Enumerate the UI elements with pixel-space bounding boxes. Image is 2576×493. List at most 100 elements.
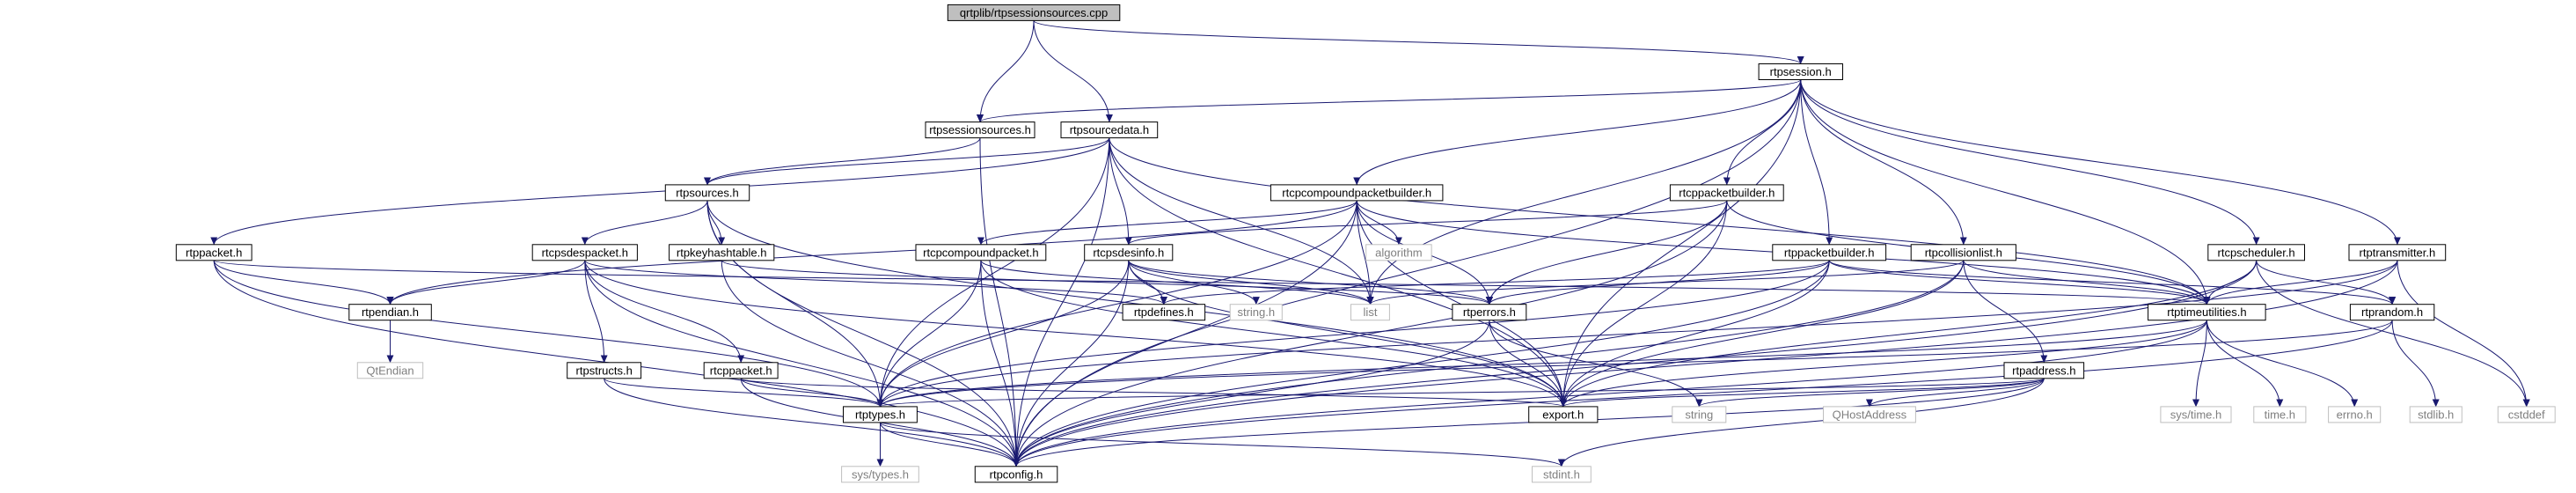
node-label: algorithm — [1375, 246, 1422, 259]
edge-rtcpcompoundpacketbuilder_h-to-list — [1356, 200, 1374, 305]
edge-rtptransmitter_h-to-cstddef — [2397, 260, 2530, 408]
edge-rtptypes_h-to-rtpconfig_h — [880, 422, 1020, 467]
node-label: rtpkeyhashtable.h — [677, 246, 767, 259]
node-label: string.h — [1237, 305, 1275, 319]
node-box — [1270, 184, 1444, 202]
edge-rtperrors_h-to-export_h — [1489, 320, 1567, 408]
node-label: rtpsourcedata.h — [1070, 123, 1149, 136]
file-node-rtcpsdesinfo-h[interactable]: rtcpsdesinfo.h — [1084, 244, 1174, 261]
file-node-rtprandom-h[interactable]: rtprandom.h — [2349, 304, 2435, 321]
node-box — [356, 362, 424, 379]
node-box — [1229, 304, 1283, 321]
node-box — [2253, 406, 2307, 423]
file-node-rtpstructs-h[interactable]: rtpstructs.h — [567, 362, 642, 379]
node-box — [1060, 121, 1159, 139]
node-label: time.h — [2265, 408, 2295, 421]
file-node-rtpsourcedata-h[interactable]: rtpsourcedata.h — [1060, 121, 1159, 139]
edge-rtpsourcedata_h-to-rtcpsdesinfo_h — [1109, 137, 1132, 246]
file-node-rtcppacket-h[interactable]: rtcppacket.h — [703, 362, 779, 379]
edge-rtptimeutilities_h-to-time_h — [2206, 320, 2284, 408]
edge-rtcpcompoundpacketbuilder_h-to-algorithm — [1356, 200, 1402, 246]
external-node-sys-types-h: sys/types.h — [841, 466, 919, 483]
node-box — [1084, 244, 1174, 261]
edge-rtcpsdespacket_h-to-rtcppacket_h — [584, 260, 745, 364]
file-node-rtpcollisionlist-h[interactable]: rtpcollisionlist.h — [1910, 244, 2016, 261]
node-label: rtptypes.h — [855, 408, 905, 421]
edge-rtpaddress_h-to-QHostAddress — [1865, 378, 2045, 408]
edge-rtpcollisionlist_h-to-rtpconfig_h — [1013, 260, 1965, 467]
file-node-rtppacket-h[interactable]: rtppacket.h — [175, 244, 252, 261]
node-box — [1365, 244, 1432, 261]
node-label: rtpendian.h — [362, 305, 419, 319]
external-node-list: list — [1350, 304, 1390, 321]
node-box — [2348, 244, 2447, 261]
file-node-rtpconfig-h[interactable]: rtpconfig.h — [974, 466, 1058, 483]
node-box — [1122, 304, 1206, 321]
edge-root-to-rtpsessionsources_h — [976, 20, 1035, 123]
external-node-QtEndian: QtEndian — [356, 362, 424, 379]
file-node-rtpsession-h[interactable]: rtpsession.h — [1758, 63, 1843, 80]
edge-rtpsourcedata_h-to-rtptypes_h — [876, 137, 1110, 408]
dependency-edges — [210, 19, 2530, 467]
edge-rtpsourcedata_h-to-rtptimeutilities_h — [1109, 137, 2211, 305]
edge-rtcppacket_h-to-rtptypes_h — [740, 378, 884, 408]
edge-rtcpscheduler_h-to-cstddef — [2256, 260, 2530, 408]
edge-rtpsessionsources_h-to-rtpsources_h — [704, 137, 981, 186]
node-label: rtcpscheduler.h — [2218, 246, 2295, 259]
node-label: rtprandom.h — [2361, 305, 2423, 319]
edge-rtcppacket_h-to-export_h — [740, 378, 1567, 408]
edge-rtpsession_h-to-rtcppacketbuilder_h — [1723, 79, 1802, 186]
edge-rtppacketbuilder_h-to-rtprandom_h — [1828, 260, 2396, 305]
file-node-rtptransmitter-h[interactable]: rtptransmitter.h — [2348, 244, 2447, 261]
edge-rtcpcompoundpacketbuilder_h-to-rtpconfig_h — [1012, 200, 1358, 467]
file-node-rtpkeyhashtable-h[interactable]: rtpkeyhashtable.h — [669, 244, 775, 261]
node-label: errno.h — [2337, 408, 2373, 421]
node-box — [915, 244, 1047, 261]
node-box — [2207, 244, 2306, 261]
file-node-rtppacketbuilder-h[interactable]: rtppacketbuilder.h — [1772, 244, 1887, 261]
node-label: qrtplib/rtpsessionsources.cpp — [960, 6, 1108, 19]
edge-rtcpsdesinfo_h-to-rtperrors_h — [1128, 260, 1493, 305]
edge-rtcppacketbuilder_h-to-rtcpsdesinfo_h — [1124, 200, 1728, 246]
file-node-rtperrors-h[interactable]: rtperrors.h — [1452, 304, 1527, 321]
node-box — [567, 362, 642, 379]
external-node-stdlib-h: stdlib.h — [2409, 406, 2463, 423]
file-node-rtptypes-h[interactable]: rtptypes.h — [843, 406, 918, 423]
edge-rtpsession_h-to-rtppacketbuilder_h — [1800, 79, 1833, 246]
file-node-rtptimeutilities-h[interactable]: rtptimeutilities.h — [2148, 304, 2266, 321]
file-node-rtcpsdespacket-h[interactable]: rtcpsdespacket.h — [531, 244, 638, 261]
edge-rtpaddress_h-to-stdint_h — [1557, 378, 2045, 467]
file-node-root[interactable]: qrtplib/rtpsessionsources.cpp — [947, 4, 1121, 21]
file-node-rtpendian-h[interactable]: rtpendian.h — [348, 304, 432, 321]
file-node-rtcppacketbuilder-h[interactable]: rtcppacketbuilder.h — [1669, 184, 1784, 202]
file-node-rtcpcompoundpacket-h[interactable]: rtcpcompoundpacket.h — [915, 244, 1047, 261]
edge-rtpsession_h-to-rtpcollisionlist_h — [1800, 79, 1967, 246]
node-box — [1669, 184, 1784, 202]
node-label: rtcpcompoundpacketbuilder.h — [1282, 186, 1431, 199]
file-node-rtcpscheduler-h[interactable]: rtcpscheduler.h — [2207, 244, 2306, 261]
node-label: rtpsessionsources.h — [929, 123, 1031, 136]
file-node-rtpaddress-h[interactable]: rtpaddress.h — [2003, 362, 2085, 379]
node-label: rtpsources.h — [676, 186, 739, 199]
edge-rtcpcompoundpacketbuilder_h-to-rtptypes_h — [876, 200, 1358, 408]
file-node-rtpsessionsources-h[interactable]: rtpsessionsources.h — [925, 121, 1036, 139]
edge-rtpsession_h-to-rtptimeutilities_h — [1800, 79, 2211, 305]
edge-rtpcollisionlist_h-to-rtpaddress_h — [1963, 260, 2048, 364]
file-node-rtpsources-h[interactable]: rtpsources.h — [664, 184, 750, 202]
node-box — [1350, 304, 1390, 321]
edge-rtptimeutilities_h-to-errno_h — [2206, 320, 2359, 408]
node-box — [1910, 244, 2016, 261]
edge-rtperrors_h-to-rtpconfig_h — [1013, 320, 1490, 467]
node-box — [843, 406, 918, 423]
edge-rtcpsdespacket_h-to-rtpconfig_h — [584, 260, 1021, 467]
file-node-export-h[interactable]: export.h — [1528, 406, 1599, 423]
node-label: rtperrors.h — [1463, 305, 1516, 319]
edge-rtpsourcedata_h-to-export_h — [1109, 137, 1567, 408]
node-label: QHostAddress — [1833, 408, 1907, 421]
edge-rtprandom_h-to-rtptypes_h — [876, 320, 2393, 408]
edge-rtcpsdesinfo_h-to-string_h — [1128, 260, 1260, 305]
file-node-rtpdefines-h[interactable]: rtpdefines.h — [1122, 304, 1206, 321]
edge-rtcpsdespacket_h-to-rtpstructs_h — [584, 260, 608, 364]
edge-rtpaddress_h-to-rtptypes_h — [877, 378, 2045, 408]
file-node-rtcpcompoundpacketbuilder-h[interactable]: rtcpcompoundpacketbuilder.h — [1270, 184, 1444, 202]
